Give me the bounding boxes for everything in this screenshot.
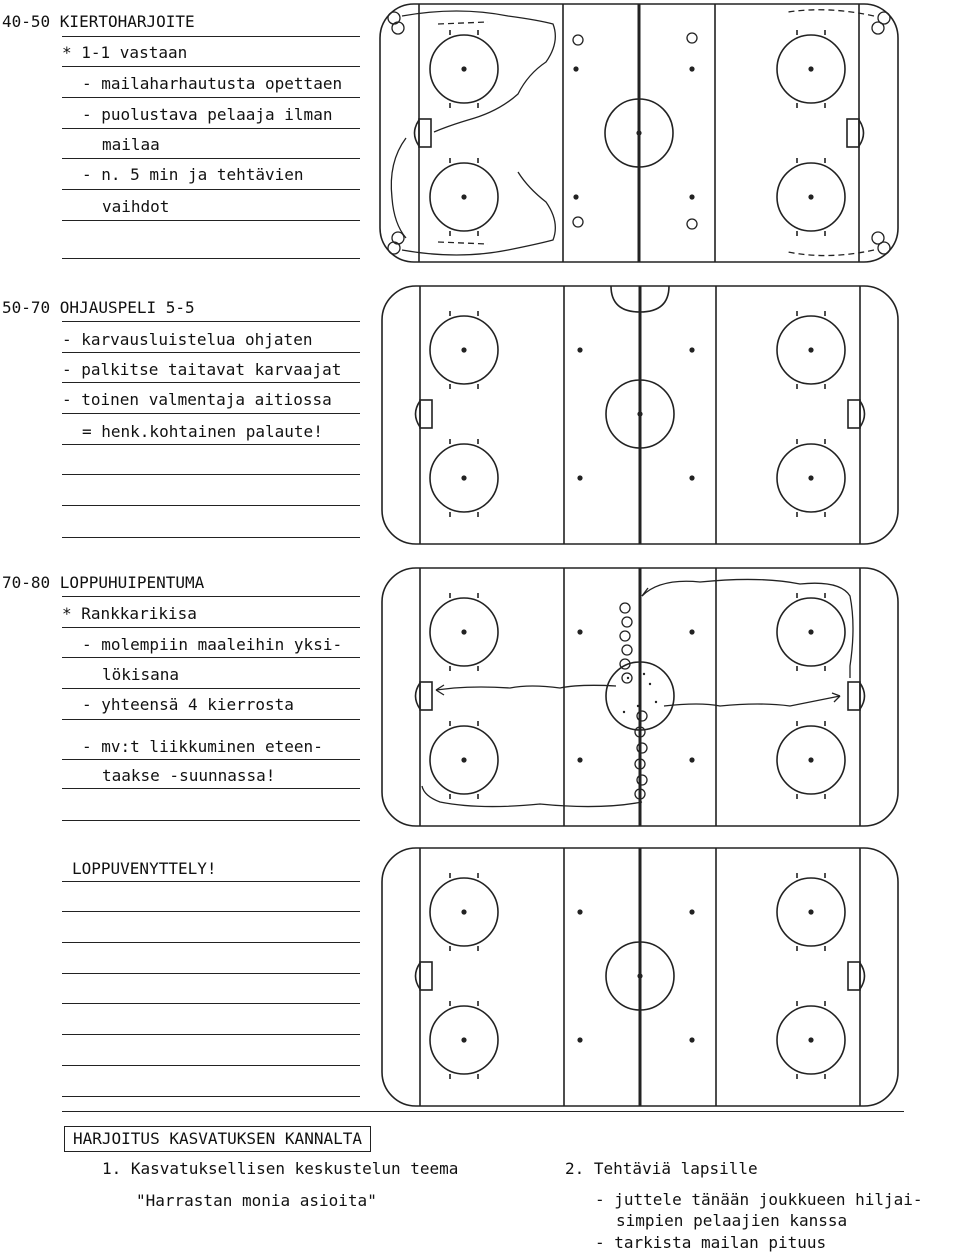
- rink-diagram-4: [381, 847, 899, 1107]
- footer-left-heading: 1. Kasvatuksellisen keskustelun teema: [102, 1159, 459, 1178]
- write-line: [62, 719, 360, 720]
- section-2-line: = henk.kohtainen palaute!: [82, 422, 323, 441]
- section-1-line: - mailaharhautusta opettaen: [82, 74, 343, 93]
- write-line: [62, 942, 360, 943]
- write-line: [62, 788, 360, 789]
- write-line: [62, 158, 360, 159]
- footer-right-line: - tarkista mailan pituus: [595, 1233, 827, 1252]
- section-1-line: * 1-1 vastaan: [62, 43, 188, 62]
- write-line: [62, 1065, 360, 1066]
- write-line: [62, 97, 360, 98]
- write-line: [62, 321, 360, 322]
- section-2-line: - toinen valmentaja aitiossa: [62, 390, 332, 409]
- write-line: [62, 505, 360, 506]
- write-line: [62, 413, 360, 414]
- write-line: [62, 1003, 360, 1004]
- section-1-line: - puolustava pelaaja ilman: [82, 105, 333, 124]
- section-3-line: - molempiin maaleihin yksi-: [82, 635, 343, 654]
- rink-diagram-1: [379, 3, 899, 263]
- write-line: [62, 881, 360, 882]
- write-line: [62, 627, 360, 628]
- write-line: [62, 36, 360, 37]
- write-line: [62, 66, 360, 67]
- footer-left-line: "Harrastan monia asioita": [136, 1191, 377, 1210]
- section-3-line: * Rankkarikisa: [62, 604, 197, 623]
- footer-separator: [62, 1111, 904, 1112]
- write-line: [62, 352, 360, 353]
- write-line: [62, 911, 360, 912]
- write-line: [62, 1034, 360, 1035]
- write-line: [62, 657, 360, 658]
- section-3-line: - yhteensä 4 kierrosta: [82, 695, 294, 714]
- write-line: [62, 220, 360, 221]
- write-line: [62, 382, 360, 383]
- write-line: [62, 1096, 360, 1097]
- section-1-line: - n. 5 min ja tehtävien: [82, 165, 304, 184]
- write-line: [62, 474, 360, 475]
- section-4-title: LOPPUVENYTTELY!: [72, 859, 217, 878]
- section-1-line: vaihdot: [102, 197, 170, 216]
- section-1-line: mailaa: [102, 135, 160, 154]
- write-line: [62, 820, 360, 821]
- footer-right-line: - juttele tänään joukkueen hiljai-: [595, 1190, 923, 1209]
- write-line: [62, 444, 360, 445]
- section-2-line: - palkitse taitavat karvaajat: [62, 360, 342, 379]
- section-1-title: 40-50 KIERTOHARJOITE: [2, 12, 195, 31]
- footer-box-title: HARJOITUS KASVATUKSEN KANNALTA: [64, 1126, 371, 1152]
- rink-diagram-3: [381, 567, 899, 827]
- write-line: [62, 596, 360, 597]
- footer-right-heading: 2. Tehtäviä lapsille: [565, 1159, 758, 1178]
- rink-diagram-2: [381, 285, 899, 545]
- section-3-line: taakse -suunnassa!: [102, 766, 276, 785]
- write-line: [62, 537, 360, 538]
- section-3-line: lökisana: [102, 665, 180, 684]
- section-3-line: - mv:t liikkuminen eteen-: [82, 737, 323, 756]
- section-2-line: - karvausluistelua ohjaten: [62, 330, 313, 349]
- section-3-title: 70-80 LOPPUHUIPENTUMA: [2, 573, 205, 592]
- section-2-title: 50-70 OHJAUSPELI 5-5: [2, 298, 195, 317]
- write-line: [62, 973, 360, 974]
- write-line: [62, 189, 360, 190]
- write-line: [62, 759, 360, 760]
- write-line: [62, 688, 360, 689]
- write-line: [62, 258, 360, 259]
- write-line: [62, 128, 360, 129]
- footer-right-line: simpien pelaajien kanssa: [616, 1211, 848, 1230]
